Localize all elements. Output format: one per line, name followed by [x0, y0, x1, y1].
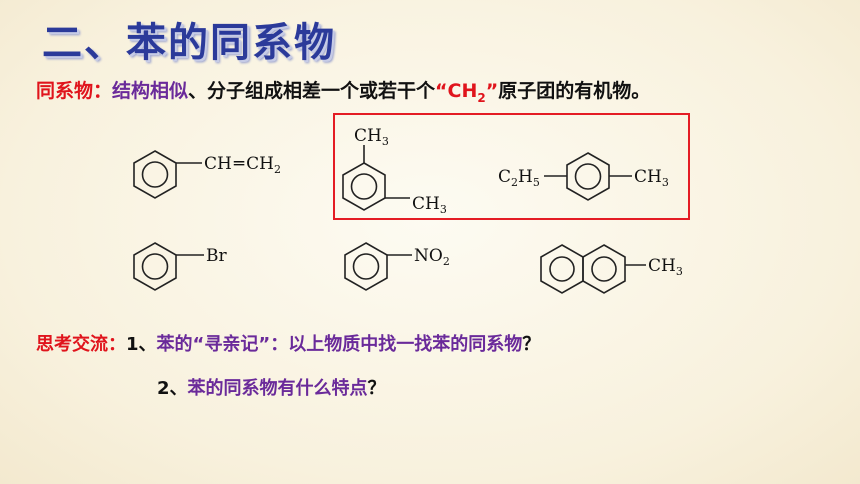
nitrobenzene-label: NO2 [414, 246, 450, 268]
bromobenzene-label: Br [206, 246, 227, 266]
q1-number: 1、 [126, 334, 157, 355]
m-xylene-bottom-label: CH3 [412, 194, 447, 216]
nitrobenzene-structure [344, 242, 412, 291]
styrene-structure [133, 150, 202, 199]
definition-ch2: “CH2” [435, 80, 499, 105]
definition-text-3: 原子团的有机物。 [498, 80, 651, 102]
definition-line: 同系物：结构相似、分子组成相差一个或若干个“CH2”原子团的有机物。 [36, 76, 650, 105]
methylnaphthalene-structure [540, 244, 646, 294]
ethyltoluene-right-label: CH3 [634, 167, 669, 189]
highlight-box [333, 113, 690, 220]
definition-text-2: 、分子组成相差一个或若干个 [188, 80, 436, 102]
bromobenzene-structure [133, 242, 204, 291]
m-xylene-top-label: CH3 [354, 126, 389, 148]
m-xylene-structure [342, 145, 410, 211]
discussion-question-1: 思考交流：1、苯的“寻亲记”：以上物质中找一找苯的同系物？ [36, 330, 540, 356]
methylnaphthalene-label: CH3 [648, 256, 683, 278]
discussion-question-2: 2、苯的同系物有什么特点？ [157, 374, 386, 400]
styrene-label: CH═CH2 [204, 154, 281, 176]
q2-text: 苯的同系物有什么特点 [187, 378, 368, 399]
q2-mark: ？ [367, 378, 386, 399]
definition-term: 同系物： [36, 80, 113, 102]
q2-number: 2、 [157, 378, 188, 399]
ethyltoluene-structure [544, 152, 632, 201]
ethyltoluene-left-label: C2H5 [498, 167, 540, 189]
q1-mark: ？ [522, 334, 541, 355]
q1-text: 苯的“寻亲记”：以上物质中找一找苯的同系物 [156, 334, 523, 355]
ch2-sub: 2 [477, 90, 486, 105]
definition-text-1: 结构相似 [112, 80, 189, 102]
ch2-open: “CH [435, 80, 478, 102]
slide-title: 二、苯的同系物 [42, 20, 336, 66]
discussion-label: 思考交流： [36, 334, 126, 355]
ch2-close: ” [485, 80, 499, 102]
